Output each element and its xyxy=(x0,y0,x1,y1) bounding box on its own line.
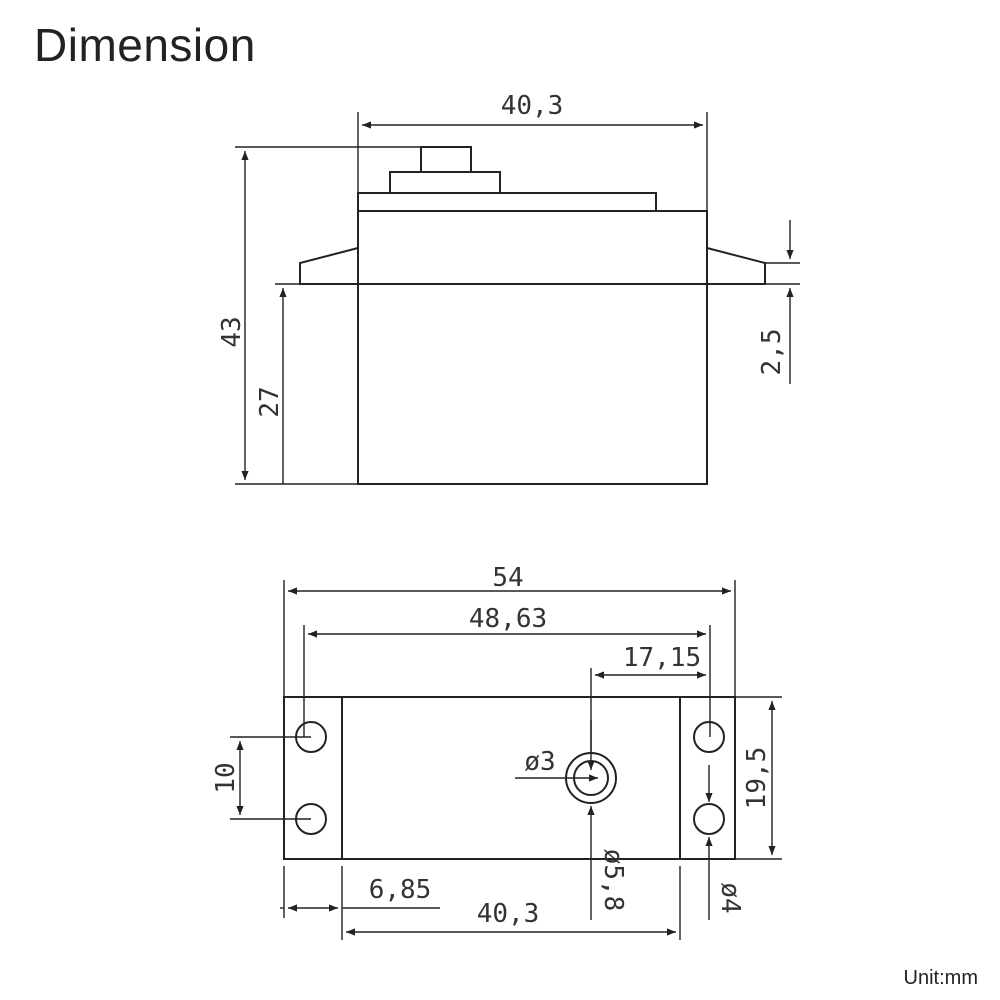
mounting-hole xyxy=(693,721,725,753)
shaft-offset-label: 17,15 xyxy=(623,643,701,673)
hole-pitch-label: 10 xyxy=(211,762,241,793)
unit-label: Unit:mm xyxy=(903,967,978,989)
hole-spacing-label: 48,63 xyxy=(469,604,547,634)
page-title: Dimension xyxy=(34,19,256,71)
top-view: 54 48,63 17,15 10 19,5 ø3 ø5,8 ø4 xyxy=(211,563,782,940)
mounting-hole xyxy=(693,803,725,835)
servo-gear-boss xyxy=(389,171,501,194)
body-width-label: 40,3 xyxy=(477,899,540,929)
flange-width-label: 6,85 xyxy=(369,875,432,905)
body-depth-label: 19,5 xyxy=(742,747,772,810)
side-height-label: 43 xyxy=(217,316,247,347)
spline-dia-label: ø5,8 xyxy=(598,849,628,912)
left-flange xyxy=(299,247,359,285)
side-width-label: 40,3 xyxy=(501,91,564,121)
body-height-label: 27 xyxy=(255,386,285,417)
servo-output-spline xyxy=(420,146,472,173)
servo-top-outline xyxy=(283,696,736,860)
shaft-dia-label: ø3 xyxy=(524,747,555,777)
flange-thickness-label: 2,5 xyxy=(757,329,787,376)
hole-dia-label: ø4 xyxy=(715,882,745,913)
overall-width-label: 54 xyxy=(492,563,523,593)
side-view: 40,3 43 27 2,5 xyxy=(217,91,800,485)
right-flange xyxy=(706,247,766,285)
servo-top-plate xyxy=(357,192,657,212)
servo-upper-case xyxy=(357,210,708,285)
servo-body xyxy=(357,283,708,485)
